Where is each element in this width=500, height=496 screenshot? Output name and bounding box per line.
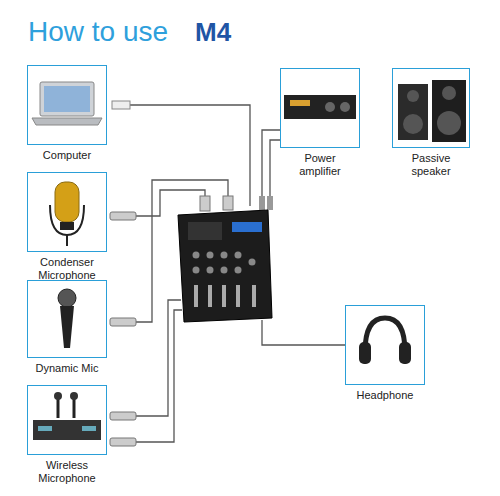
- laptop-icon: [32, 82, 102, 125]
- device-caption: Power amplifier: [286, 152, 354, 178]
- speaker-icon: [398, 80, 466, 142]
- mixer: [178, 210, 272, 322]
- model-label: M4: [195, 17, 231, 48]
- device-box: [392, 68, 470, 148]
- device-node: Power amplifier: [280, 68, 360, 179]
- device-node: Computer: [27, 65, 107, 163]
- device-caption: Dynamic Mic: [22, 362, 112, 375]
- device-box: [345, 305, 425, 385]
- wireless-mic-icon: [33, 392, 101, 440]
- dynamic-mic-icon: [58, 289, 76, 348]
- device-node: Condenser Microphone: [27, 172, 107, 283]
- title: How to use: [28, 16, 168, 48]
- device-caption: Passive speaker: [397, 152, 465, 178]
- device-node: Dynamic Mic: [27, 280, 107, 376]
- device-node: Headphone: [345, 305, 425, 403]
- device-box: [27, 172, 107, 252]
- plugs: [110, 101, 273, 446]
- device-box: [27, 65, 107, 145]
- device-node: Passive speaker: [392, 68, 470, 179]
- device-box: [27, 385, 107, 455]
- device-caption: Condenser Microphone: [22, 256, 112, 282]
- device-caption: Computer: [22, 149, 112, 162]
- headphone-icon: [359, 318, 411, 364]
- device-caption: Wireless Microphone: [22, 459, 112, 485]
- amplifier-icon: [284, 95, 356, 119]
- device-box: [280, 68, 360, 148]
- condenser-mic-icon: [50, 182, 84, 246]
- device-box: [27, 280, 107, 358]
- device-node: Wireless Microphone: [27, 385, 107, 486]
- device-caption: Headphone: [340, 389, 430, 402]
